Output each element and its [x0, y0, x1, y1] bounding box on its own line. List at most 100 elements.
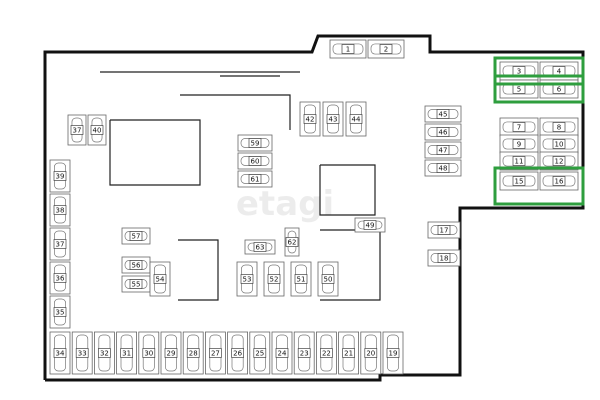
spot-number: 36	[56, 275, 65, 283]
spot-label-box	[512, 122, 526, 132]
parking-spot-2: 2	[367, 39, 405, 59]
parking-spot-55: 55	[121, 275, 151, 293]
spot-label-box	[231, 348, 244, 358]
spot-label-box	[294, 274, 308, 284]
spot-label-box	[437, 253, 451, 263]
spot-number: 9	[517, 141, 521, 149]
spot-number: 21	[344, 350, 353, 358]
spot-number: 23	[300, 350, 309, 358]
parking-spot-38: 38	[49, 193, 71, 227]
spot-number: 6	[557, 86, 562, 94]
spot-label-box	[552, 139, 566, 149]
spot-number: 44	[352, 116, 361, 124]
spot-label-box	[53, 307, 67, 317]
parking-spot-26: 26	[227, 331, 249, 375]
spot-number: 48	[439, 165, 448, 173]
highlight-box-15-16	[493, 166, 585, 206]
spot-label-box	[90, 125, 104, 135]
parking-spot-33: 33	[71, 331, 93, 375]
spot-label-box	[552, 156, 566, 166]
spot-number: 49	[366, 222, 375, 230]
spot-label-box	[303, 114, 317, 124]
parking-spot-52: 52	[263, 261, 285, 297]
spot-number: 60	[251, 158, 260, 166]
lobby	[320, 229, 381, 301]
spot-number: 45	[439, 111, 448, 119]
spot-number: 27	[211, 350, 220, 358]
spot-number: 25	[255, 350, 264, 358]
parking-spot-40: 40	[87, 114, 107, 146]
spot-label-box	[142, 348, 156, 358]
spot-number: 1	[346, 46, 350, 54]
spot-number: 54	[156, 276, 165, 284]
spot-number: 3	[517, 68, 521, 76]
parking-spot-27: 27	[204, 331, 226, 375]
parking-spot-35: 35	[49, 295, 71, 329]
parking-spot-34: 34	[49, 331, 71, 375]
highlight-box-3-4	[493, 56, 585, 86]
spot-label-box	[436, 127, 450, 137]
spot-number: 11	[515, 158, 524, 166]
spot-label-box	[53, 205, 67, 215]
spot-label-box	[436, 145, 450, 155]
highlights	[493, 56, 585, 206]
parking-spot-29: 29	[160, 331, 182, 375]
parking-spot-37: 37	[67, 114, 87, 146]
spot-number: 31	[122, 350, 131, 358]
parking-spot-31: 31	[116, 331, 137, 375]
spot-number: 5	[517, 86, 521, 94]
spot-label-box	[164, 348, 178, 358]
parking-spot-43: 43	[322, 101, 344, 137]
spot-number: 39	[56, 173, 65, 181]
spot-label-box	[53, 171, 67, 181]
watermark: etagi	[236, 184, 334, 224]
spot-number: 24	[278, 350, 287, 358]
spot-label-box	[364, 348, 378, 358]
spot-number: 33	[78, 350, 87, 358]
spot-number: 7	[517, 124, 521, 132]
spot-label-box	[53, 348, 67, 358]
spot-label-box	[153, 274, 167, 284]
parking-spot-47: 47	[424, 141, 462, 159]
spot-number: 16	[555, 178, 564, 186]
parking-spot-56: 56	[121, 256, 151, 274]
parking-spot-63: 63	[244, 239, 276, 255]
spot-label-box	[186, 348, 200, 358]
spot-label-box	[129, 260, 143, 270]
parking-spot-21: 21	[338, 331, 360, 375]
parking-spot-51: 51	[290, 261, 312, 297]
spot-number: 46	[439, 129, 448, 137]
parking-spot-36: 36	[49, 261, 71, 295]
spot-label-box	[341, 44, 355, 54]
spot-label-box	[129, 279, 143, 289]
parking-spot-24: 24	[271, 331, 293, 375]
parking-spot-42: 42	[299, 101, 321, 137]
spot-label-box	[275, 348, 289, 358]
spot-number: 20	[366, 350, 375, 358]
spot-number: 56	[132, 262, 141, 270]
spot-number: 37	[73, 127, 82, 135]
spot-number: 42	[306, 116, 315, 124]
spot-label-box	[320, 348, 333, 358]
spot-number: 37	[56, 241, 65, 249]
parking-spot-8: 8	[539, 117, 579, 137]
spot-number: 17	[440, 227, 449, 235]
parking-spot-19: 19	[382, 331, 404, 375]
spot-number: 19	[389, 350, 398, 358]
outer-wall	[43, 34, 585, 382]
parking-spot-12: 12	[539, 151, 579, 171]
spot-number: 15	[515, 178, 524, 186]
ramp-wall	[180, 94, 291, 130]
parking-spot-61: 61	[237, 170, 273, 188]
service-room	[109, 119, 201, 186]
walls	[43, 34, 585, 382]
spot-label-box	[386, 348, 400, 358]
lift-core	[178, 239, 219, 301]
parking-spot-7: 7	[499, 117, 539, 137]
parking-spot-17: 17	[427, 221, 461, 239]
spot-label-box	[53, 239, 67, 249]
spot-label-box	[120, 348, 133, 358]
spot-number: 4	[557, 68, 562, 76]
